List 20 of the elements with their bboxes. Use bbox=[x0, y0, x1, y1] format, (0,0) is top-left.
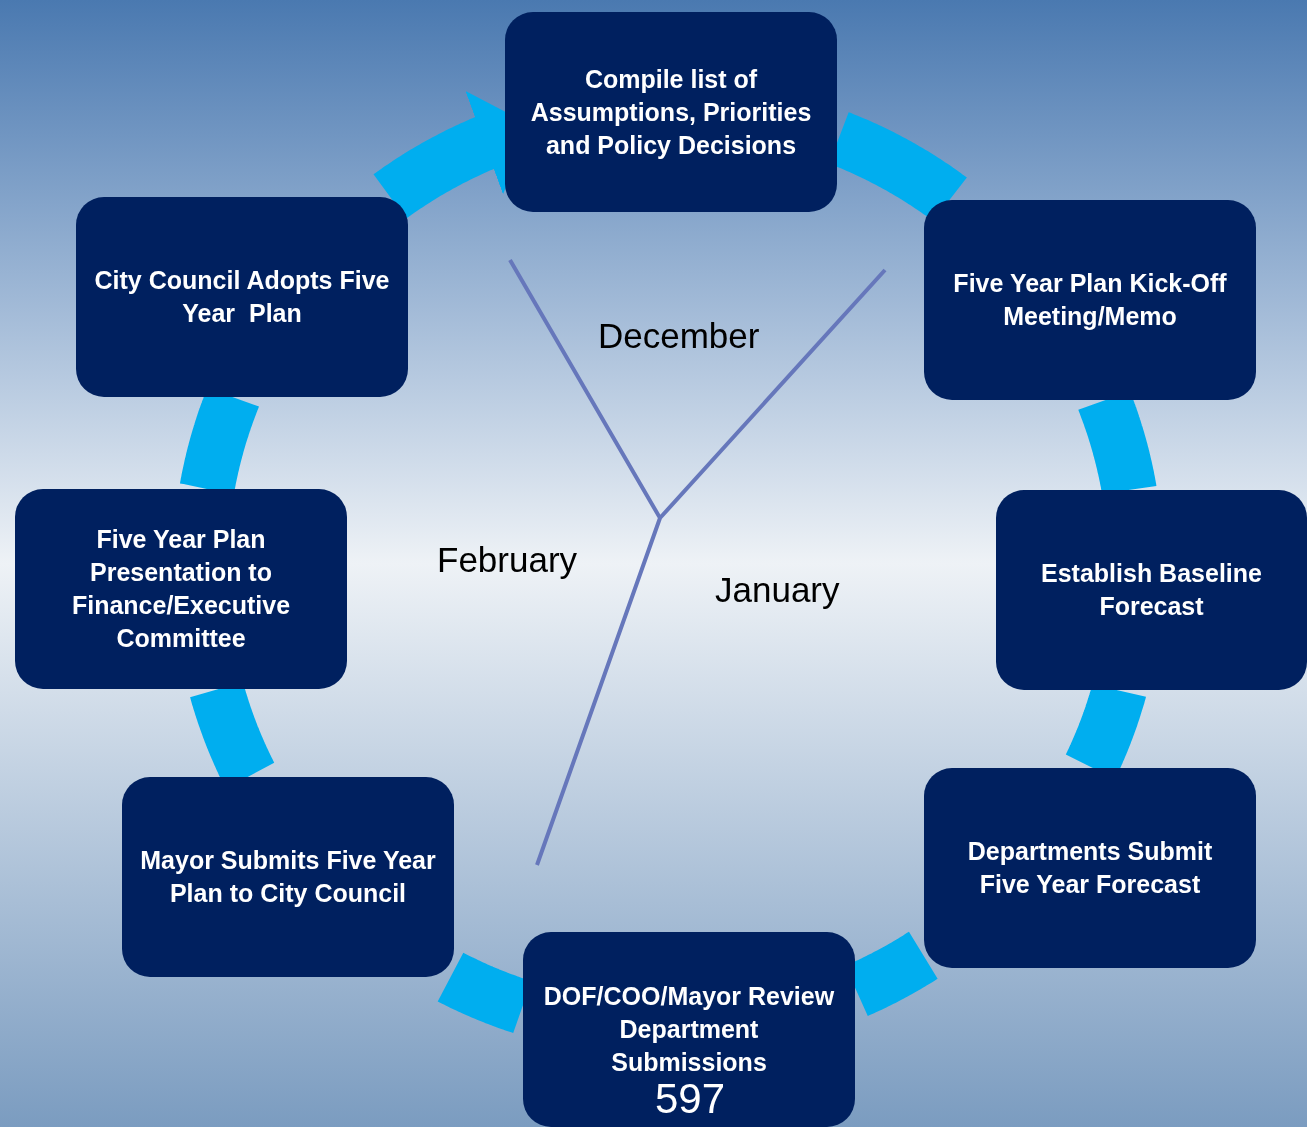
process-box bbox=[122, 777, 454, 977]
process-box bbox=[76, 197, 408, 397]
step-text: City Council Adopts Five Year Plan bbox=[93, 265, 391, 329]
step-text: Five Year Plan Presentation to Finance/Executive Committee bbox=[70, 524, 292, 654]
process-box bbox=[15, 489, 347, 689]
month-label: December bbox=[598, 318, 760, 353]
step-text: Establish Baseline Forecast bbox=[1040, 558, 1263, 622]
month-label: February bbox=[437, 542, 578, 577]
step-text: Departments Submit Five Year Forecast bbox=[966, 836, 1214, 900]
process-box bbox=[523, 932, 855, 1127]
step-text: Five Year Plan Kick-Off Meeting/Memo bbox=[952, 268, 1228, 332]
step-text: Compile list of Assumptions, Priorities and Policy Decisions bbox=[529, 63, 813, 161]
process-box bbox=[924, 768, 1256, 968]
process-box bbox=[996, 490, 1307, 690]
process-box bbox=[505, 12, 837, 212]
step-text: DOF/COO/Mayor Review Department Submissions bbox=[542, 981, 836, 1078]
page-number: 597 bbox=[655, 1078, 726, 1120]
step-text: Mayor Submits Five Year Plan to City Council bbox=[139, 845, 437, 909]
month-label: January bbox=[715, 572, 840, 607]
process-box bbox=[924, 200, 1256, 400]
